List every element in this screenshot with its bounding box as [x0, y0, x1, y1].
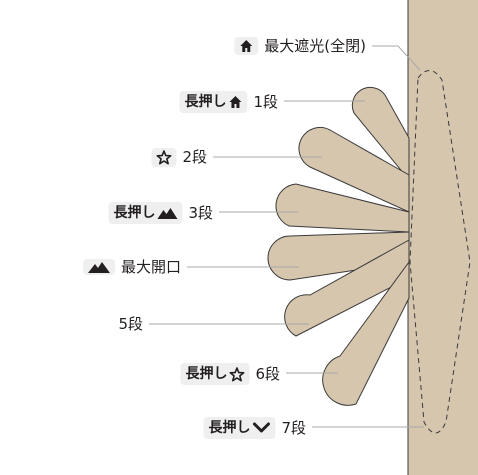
label-step-6: 長押し 6段 [180, 363, 280, 385]
home-icon [229, 96, 242, 108]
louver-blade-4 [267, 231, 410, 281]
mountain-icon [157, 208, 178, 219]
wall-panel [407, 0, 478, 475]
label-step-5: 5段 [118, 314, 143, 334]
chip-step-3: 長押し [108, 202, 183, 224]
chip-step-6: 長押し [180, 363, 250, 385]
chip-text: 長押し [208, 420, 251, 436]
chevron-down-icon [252, 422, 270, 433]
chip-step-7: 長押し [203, 417, 276, 439]
leader-max-shade [372, 45, 421, 71]
chip-max-shade [234, 37, 259, 55]
label-text: 7段 [281, 419, 306, 437]
closed-outline [409, 70, 471, 434]
label-text: 最大開口 [120, 258, 181, 276]
label-step-3: 長押し 3段 [108, 202, 213, 224]
star-icon [156, 149, 172, 164]
label-text: 2段 [182, 148, 207, 166]
chip-text: 長押し [113, 205, 156, 221]
label-text: 6段 [255, 365, 280, 383]
label-text: 最大遮光(全閉) [264, 37, 366, 55]
label-text: 3段 [188, 204, 213, 222]
leader-lines [149, 45, 424, 428]
mountain-icon [87, 262, 110, 273]
star-icon [229, 366, 245, 381]
chip-max-open [82, 259, 115, 275]
label-max-open: 最大開口 [82, 257, 181, 277]
label-step-2: 2段 [151, 147, 207, 167]
label-max-shade: 最大遮光(全閉) [234, 36, 366, 56]
label-text: 1段 [253, 93, 278, 111]
louver-blade-5 [284, 239, 410, 337]
louver-blade-6 [322, 260, 410, 406]
home-icon [240, 40, 253, 52]
louver-blade-2 [298, 126, 410, 213]
label-text: 5段 [118, 315, 143, 333]
label-step-1: 長押し 1段 [179, 91, 278, 113]
label-step-7: 長押し 7段 [203, 417, 306, 439]
chip-step-1: 長押し [179, 91, 248, 113]
chip-step-2 [151, 147, 177, 167]
chip-text: 長押し [185, 366, 228, 382]
chip-text: 長押し [184, 94, 227, 110]
louver-blade-1 [351, 86, 410, 182]
louver-blade-3 [275, 183, 410, 233]
louver-fan [267, 86, 410, 406]
